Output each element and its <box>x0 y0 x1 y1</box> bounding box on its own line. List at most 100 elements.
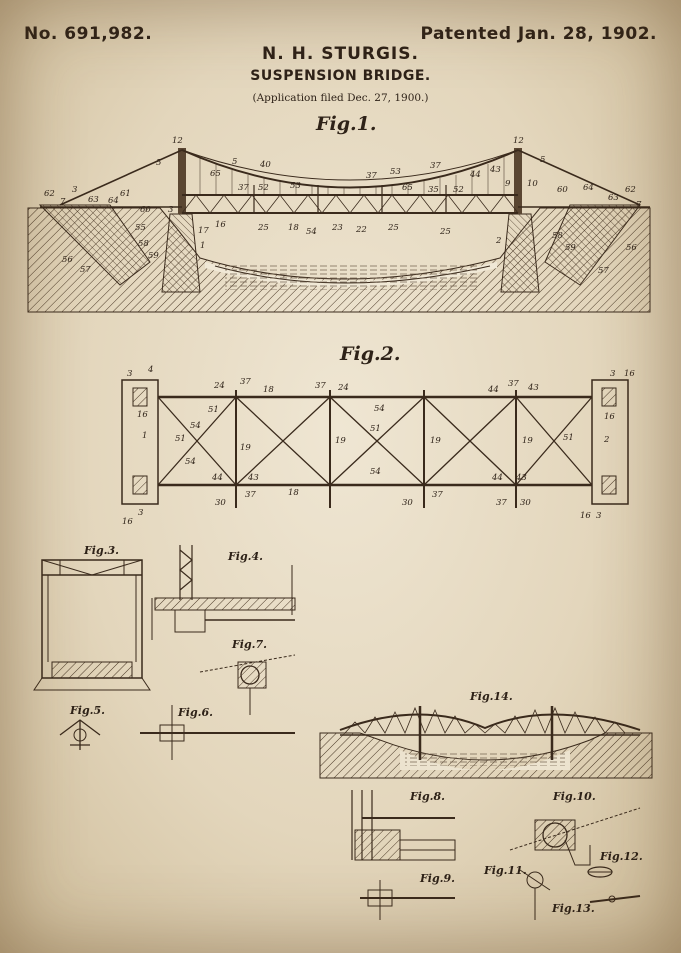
svg-text:3: 3 <box>596 511 601 521</box>
fig1-right-backstay <box>517 149 641 206</box>
svg-text:53: 53 <box>390 167 401 177</box>
fig1-deck-truss <box>181 157 519 214</box>
svg-text:37: 37 <box>238 183 249 193</box>
svg-text:23: 23 <box>331 223 343 233</box>
svg-text:57: 57 <box>80 265 91 275</box>
fig1-right-tower <box>514 148 522 214</box>
fig1-right-pier <box>500 213 540 293</box>
patent-date: Patented Jan. 28, 1902. <box>420 24 657 44</box>
svg-text:37: 37 <box>315 381 326 391</box>
svg-text:25: 25 <box>387 223 399 233</box>
svg-text:59: 59 <box>148 251 159 261</box>
fig4-label: Fig.4. <box>227 550 263 563</box>
svg-text:30: 30 <box>520 498 531 508</box>
svg-text:18: 18 <box>288 488 299 498</box>
figure-4: Fig.4. <box>151 545 296 640</box>
fig1-main-cable <box>181 149 519 189</box>
svg-text:63: 63 <box>88 195 99 205</box>
svg-text:5: 5 <box>232 157 237 167</box>
svg-text:63: 63 <box>608 193 619 203</box>
figure-6: Fig.6. <box>140 705 295 760</box>
figure-5: Fig.5. <box>59 704 105 750</box>
svg-text:58: 58 <box>552 231 563 241</box>
svg-text:60: 60 <box>140 205 151 215</box>
svg-text:58: 58 <box>138 239 149 249</box>
svg-text:4: 4 <box>147 365 153 375</box>
svg-text:19: 19 <box>240 443 251 453</box>
svg-text:64: 64 <box>108 196 119 206</box>
svg-text:1: 1 <box>142 431 147 441</box>
fig6-label: Fig.6. <box>177 706 213 719</box>
fig8-label: Fig.8. <box>409 790 445 803</box>
svg-text:56: 56 <box>626 243 637 253</box>
svg-text:25: 25 <box>257 223 269 233</box>
svg-text:51: 51 <box>208 405 219 415</box>
svg-text:19: 19 <box>335 436 346 446</box>
svg-text:65: 65 <box>402 183 413 193</box>
svg-text:3: 3 <box>127 369 132 379</box>
fig7-label: Fig.7. <box>231 638 267 651</box>
svg-text:52: 52 <box>453 185 464 195</box>
svg-text:16: 16 <box>624 369 635 379</box>
fig12-label: Fig.12. <box>599 850 643 863</box>
figure-7: Fig.7. <box>199 638 296 715</box>
svg-text:37: 37 <box>496 498 507 508</box>
svg-text:40: 40 <box>259 160 271 170</box>
svg-text:37: 37 <box>245 490 256 500</box>
svg-text:22: 22 <box>355 225 367 235</box>
fig9-label: Fig.9. <box>419 872 455 885</box>
svg-text:59: 59 <box>565 243 576 253</box>
svg-text:18: 18 <box>263 385 274 395</box>
svg-text:43: 43 <box>489 165 501 175</box>
svg-text:24: 24 <box>337 383 349 393</box>
svg-text:43: 43 <box>527 383 539 393</box>
figure-14: Fig.14. <box>319 690 653 779</box>
svg-text:7: 7 <box>60 197 66 207</box>
svg-text:37: 37 <box>430 161 441 171</box>
svg-text:60: 60 <box>557 185 568 195</box>
svg-text:55: 55 <box>135 223 146 233</box>
svg-text:56: 56 <box>62 255 73 265</box>
fig2-truss-panels <box>157 390 593 508</box>
svg-text:43: 43 <box>247 473 259 483</box>
svg-text:9: 9 <box>505 179 511 189</box>
fig1-left-backstay <box>59 149 183 206</box>
fig2-left-abutment <box>121 379 159 505</box>
figure-13: Fig.13. <box>551 895 641 915</box>
svg-text:3: 3 <box>72 185 77 195</box>
fig1-left-anchor <box>38 204 151 286</box>
svg-text:37: 37 <box>366 171 377 181</box>
svg-text:30: 30 <box>402 498 413 508</box>
svg-text:3: 3 <box>610 369 615 379</box>
svg-text:12: 12 <box>172 136 183 146</box>
svg-text:61: 61 <box>120 189 131 199</box>
svg-text:54: 54 <box>370 467 381 477</box>
svg-text:54: 54 <box>306 227 317 237</box>
svg-text:54: 54 <box>190 421 201 431</box>
svg-text:2: 2 <box>603 435 609 445</box>
figure-8: Fig.8. <box>351 790 456 861</box>
svg-text:62: 62 <box>44 189 55 199</box>
svg-text:10: 10 <box>527 179 538 189</box>
svg-text:51: 51 <box>563 433 574 443</box>
svg-text:44: 44 <box>487 385 499 395</box>
svg-text:16: 16 <box>215 220 226 230</box>
fig10-label: Fig.10. <box>552 790 596 803</box>
svg-text:16: 16 <box>604 412 615 422</box>
svg-text:51: 51 <box>175 434 186 444</box>
svg-text:17: 17 <box>198 226 209 236</box>
svg-text:64: 64 <box>583 183 594 193</box>
svg-text:62: 62 <box>625 185 636 195</box>
svg-text:16: 16 <box>580 511 591 521</box>
svg-text:37: 37 <box>240 377 251 387</box>
svg-text:24: 24 <box>213 381 225 391</box>
fig1-water <box>225 264 480 290</box>
svg-text:30: 30 <box>215 498 226 508</box>
svg-text:7: 7 <box>636 200 642 210</box>
svg-text:44: 44 <box>211 473 223 483</box>
svg-text:54: 54 <box>185 457 196 467</box>
